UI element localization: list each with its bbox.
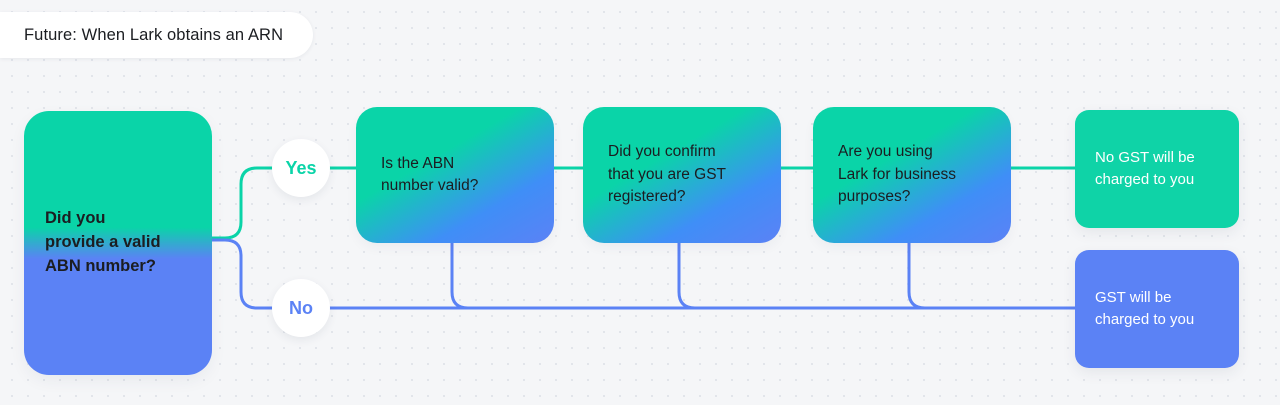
node-outcome-no-label: GST will be charged to you bbox=[1095, 288, 1195, 329]
node-outcome-yes-label: No GST will be charged to you bbox=[1095, 148, 1195, 189]
node-root-label: Did you provide a valid ABN number? bbox=[45, 209, 161, 275]
branch-label-no[interactable]: No bbox=[272, 279, 330, 337]
connector-step-3-drop bbox=[907, 238, 927, 310]
node-step-business-purposes[interactable]: Are you using Lark for business purposes… bbox=[813, 107, 1011, 243]
node-step-2-label: Did you confirm that you are GST registe… bbox=[608, 143, 727, 206]
connector-step-2-drop bbox=[677, 238, 697, 310]
page-title: Future: When Lark obtains an ARN bbox=[24, 25, 284, 44]
node-step-abn-valid[interactable]: Is the ABN number valid? bbox=[356, 107, 554, 243]
connector-root-to-yes bbox=[207, 166, 274, 240]
connector-root-to-no bbox=[207, 238, 274, 310]
node-outcome-gst-charged[interactable]: GST will be charged to you bbox=[1075, 250, 1239, 368]
node-root-question[interactable]: Did you provide a valid ABN number? bbox=[24, 111, 212, 375]
branch-label-yes[interactable]: Yes bbox=[272, 139, 330, 197]
header-badge: Future: When Lark obtains an ARN bbox=[0, 12, 314, 58]
node-outcome-no-gst[interactable]: No GST will be charged to you bbox=[1075, 110, 1239, 228]
connector-step-1-drop bbox=[450, 238, 470, 310]
branch-label-no-text: No bbox=[289, 297, 313, 318]
node-step-3-label: Are you using Lark for business purposes… bbox=[838, 143, 957, 206]
node-step-gst-registered[interactable]: Did you confirm that you are GST registe… bbox=[583, 107, 781, 243]
node-step-1-label: Is the ABN number valid? bbox=[381, 154, 479, 194]
branch-label-yes-text: Yes bbox=[285, 157, 317, 178]
